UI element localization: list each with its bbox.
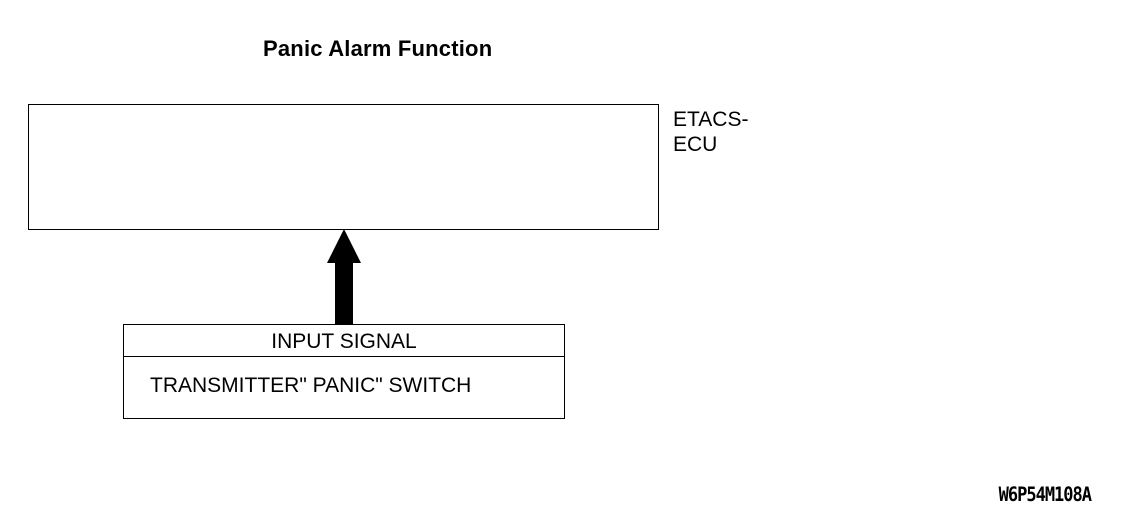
ecu-label-line1: ETACS- (673, 108, 749, 131)
diagram-title: Panic Alarm Function (263, 36, 493, 61)
ecu-label-line2: ECU (673, 133, 718, 156)
ecu-label: ETACS- ECU (673, 107, 748, 157)
input-signal-item: TRANSMITTER" PANIC" SWITCH (150, 374, 472, 397)
input-signal-header: INPUT SIGNAL (124, 325, 564, 357)
signal-arrow (327, 229, 361, 325)
input-signal-box: INPUT SIGNAL TRANSMITTER" PANIC" SWITCH (123, 324, 565, 419)
ecu-box (28, 104, 659, 230)
signal-arrow-shape (327, 229, 361, 325)
figure-code: W6P54M108A (998, 483, 1092, 507)
